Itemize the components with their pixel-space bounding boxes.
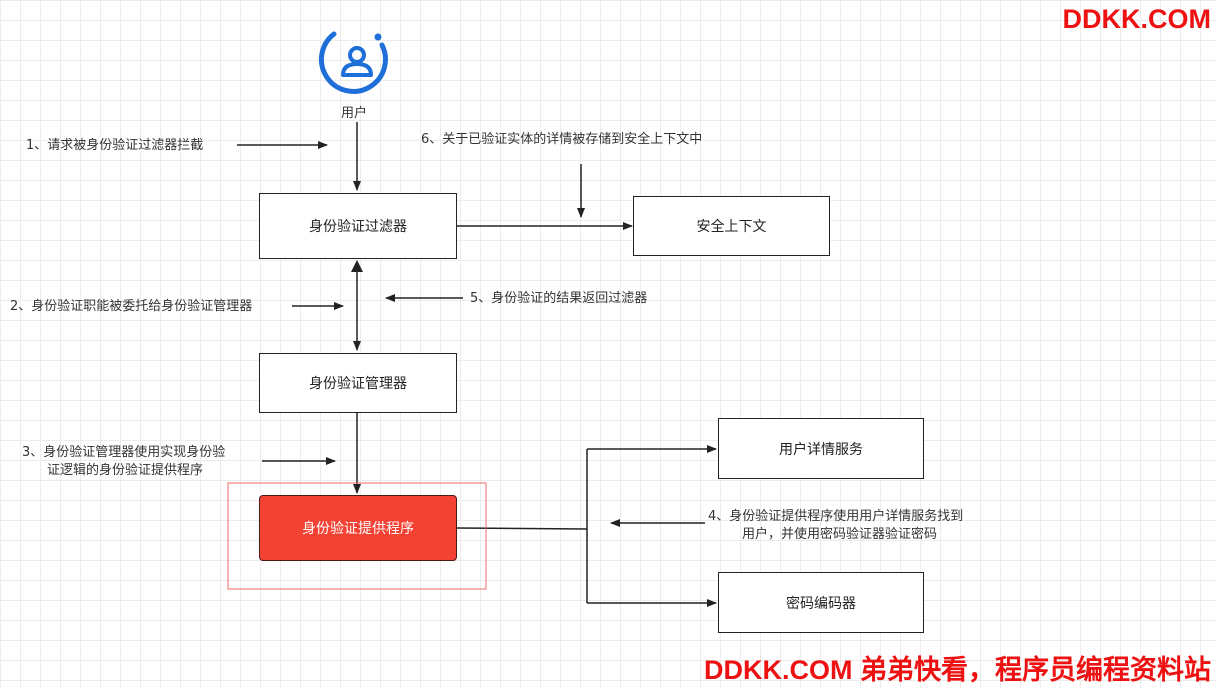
step4-label-line2: 用户，并使用密码验证器验证密码 (742, 527, 938, 542)
security-context-box[interactable]: 安全上下文 (633, 196, 830, 256)
watermark-bottom: DDKK.COM 弟弟快看，程序员编程资料站 (704, 655, 1211, 685)
auth-manager-box[interactable]: 身份验证管理器 (259, 353, 457, 413)
auth-provider-box[interactable]: 身份验证提供程序 (259, 495, 457, 561)
user-label: 用户 (341, 106, 368, 121)
password-encoder-box[interactable]: 密码编码器 (718, 572, 924, 633)
step1-label: 1、请求被身份验证过滤器拦截 (26, 138, 204, 153)
user-icon (318, 31, 388, 94)
step4-label-line1: 4、身份验证提供程序使用用户详情服务找到 (708, 509, 964, 524)
step3-label-line2: 证逻辑的身份验证提供程序 (47, 463, 204, 478)
step6-label: 6、关于已验证实体的详情被存储到安全上下文中 (421, 132, 703, 147)
user-details-service-box[interactable]: 用户详情服务 (718, 418, 924, 479)
auth-filter-box[interactable]: 身份验证过滤器 (259, 193, 457, 259)
line-provider-out (456, 527, 588, 530)
step5-label: 5、身份验证的结果返回过滤器 (470, 291, 648, 306)
watermark-top: DDKK.COM (1062, 4, 1212, 34)
step3-label-line1: 3、身份验证管理器使用实现身份验 (22, 445, 226, 460)
selection-frame (227, 482, 487, 590)
step2-label: 2、身份验证职能被委托给身份验证管理器 (10, 299, 253, 314)
